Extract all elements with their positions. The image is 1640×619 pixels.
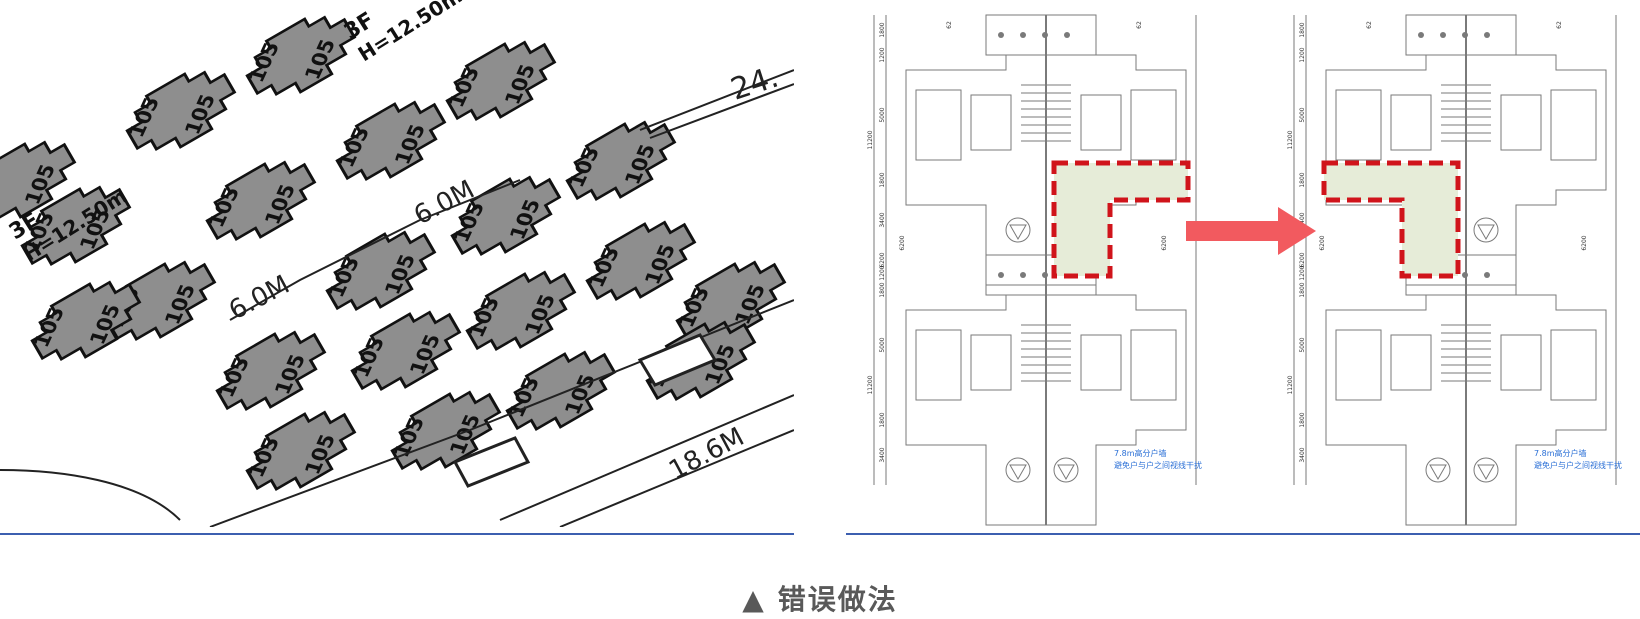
dimension-label: 3400: [1299, 447, 1306, 462]
highlight-before: [1051, 160, 1191, 279]
dimension-label: 11200: [867, 130, 874, 149]
note-before-line1: 7.8m高分户墙: [1114, 448, 1167, 458]
dimension-label: 1200: [1299, 265, 1306, 280]
dimension-label: 3400: [1299, 212, 1306, 227]
note-before-line2: 避免户与户之间视线干扰: [1114, 460, 1202, 470]
dimension-label: 1800: [879, 282, 886, 297]
floor-plan-before: 1800120050001120018003400620012001800500…: [867, 14, 1197, 526]
dimension-label: 3400: [879, 212, 886, 227]
highlight-after: [1321, 160, 1461, 279]
dimension-label: 5000: [879, 337, 886, 352]
parking-boxes: [452, 333, 718, 488]
right-divider: [846, 533, 1640, 535]
caption-text: 错误做法: [777, 583, 898, 616]
dimension-label: 11200: [867, 375, 874, 394]
triangle-icon: ▲: [742, 583, 766, 616]
dimension-label: 6200: [1319, 235, 1326, 250]
road-lines: [0, 69, 794, 527]
floor-plan-drawing: 1800120050001120018003400620012001800500…: [867, 14, 1622, 526]
dimension-label: 6200: [1299, 252, 1306, 267]
dimension-label: 5000: [1299, 337, 1306, 352]
dimension-label: 1800: [1299, 22, 1306, 37]
dimension-label: 1200: [879, 47, 886, 62]
building-note-a: 3F H=12.50m: [340, 0, 466, 66]
spacing-label-24: 24.: [727, 60, 783, 108]
dimension-label: 1200: [1299, 47, 1306, 62]
dimension-label: 11200: [1287, 130, 1294, 149]
dimension-label: 62: [1136, 21, 1143, 29]
dimension-label: 5000: [879, 107, 886, 122]
floor-plan-after: 1800120050001120018003400620012001800500…: [1287, 14, 1617, 526]
dimension-label: 1800: [1299, 172, 1306, 187]
dimension-label: 62: [946, 21, 953, 29]
dimension-label: 1800: [879, 22, 886, 37]
dimension-label: 1800: [1299, 282, 1306, 297]
dimension-label: 6200: [879, 252, 886, 267]
dimension-label: 1800: [879, 412, 886, 427]
transform-arrow: [1186, 207, 1316, 255]
dimension-label: 6200: [1581, 235, 1588, 250]
note-after-line1: 7.8m高分户墙: [1534, 448, 1587, 458]
dimension-label: 3400: [879, 447, 886, 462]
dimension-label: 1200: [879, 265, 886, 280]
dimension-label: 5000: [1299, 107, 1306, 122]
dimension-label: 62: [1366, 21, 1373, 29]
dimension-label: 6200: [1161, 235, 1168, 250]
dimension-label: 1800: [879, 172, 886, 187]
dimension-label: 11200: [1287, 375, 1294, 394]
dimension-label: 6200: [899, 235, 906, 250]
spacing-label-6m-b: 6.0M: [224, 270, 294, 326]
dimension-label: 62: [1556, 21, 1563, 29]
dimension-label: 1800: [1299, 412, 1306, 427]
caption: ▲ 错误做法: [0, 578, 1640, 618]
left-divider: [0, 533, 794, 535]
note-after-line2: 避免户与户之间视线干扰: [1534, 460, 1622, 470]
